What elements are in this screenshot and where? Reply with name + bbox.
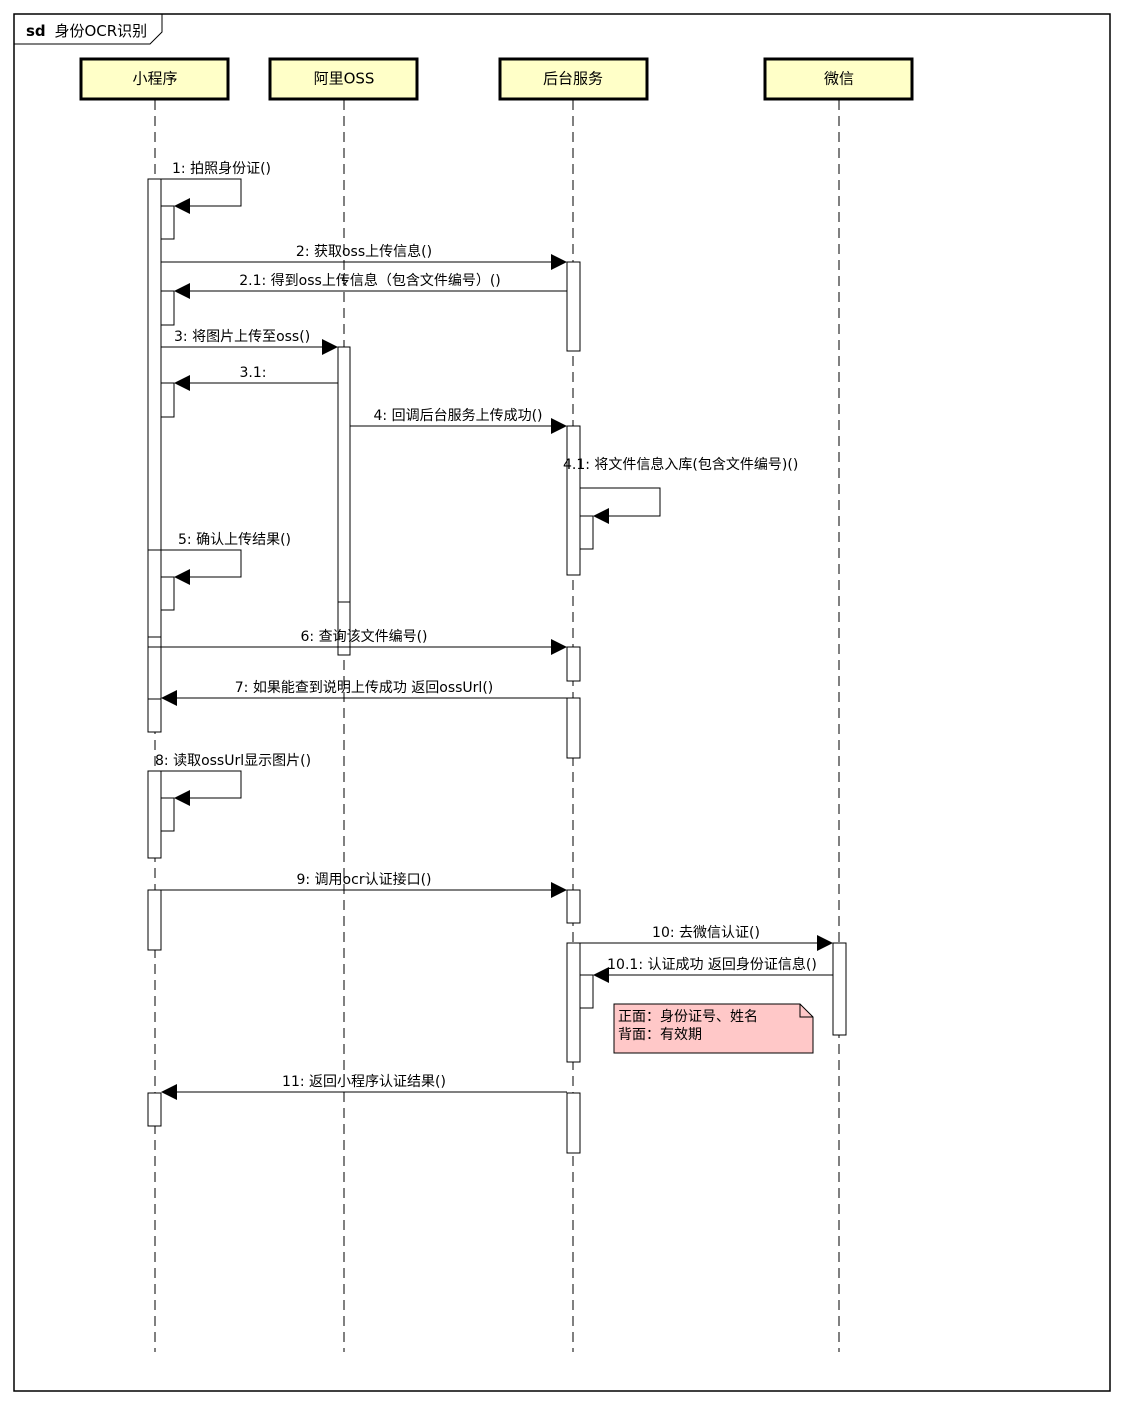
participant-backend[interactable]: 后台服务 <box>498 57 649 101</box>
activation-nested <box>160 576 175 611</box>
activation-oss <box>337 346 351 603</box>
diagram-frame: sd 身份OCR识别 <box>13 13 1111 1392</box>
messages: 1: 拍照身份证() 2: 获取oss上传信息() 2.1: 得到oss上传信息… <box>148 161 833 1100</box>
message-4-1[interactable]: 4.1: 将文件信息入库(包含文件编号)() <box>563 456 798 524</box>
note-line: 正面：身份证号、姓名 <box>618 1009 758 1025</box>
message-3-1[interactable]: 3.1: <box>174 365 338 391</box>
participant-label: 微信 <box>824 70 854 88</box>
note-line: 背面：有效期 <box>618 1027 702 1043</box>
activation-nested <box>160 290 175 326</box>
activation-backend <box>566 646 581 682</box>
activation-miniprogram <box>147 698 162 733</box>
message-label: 11: 返回小程序认证结果() <box>282 1074 446 1090</box>
message-label: 10: 去微信认证() <box>652 925 760 941</box>
activation-backend <box>566 425 581 576</box>
activation-bars <box>147 178 847 1154</box>
participant-label: 后台服务 <box>543 70 603 88</box>
message-4[interactable]: 4: 回调后台服务上传成功() <box>350 408 567 434</box>
frame-title: sd 身份OCR识别 <box>26 22 147 40</box>
message-label: 5: 确认上传结果() <box>178 532 291 548</box>
message-3[interactable]: 3: 将图片上传至oss() <box>161 329 338 355</box>
message-2-1[interactable]: 2.1: 得到oss上传信息（包含文件编号）() <box>174 272 567 299</box>
note[interactable]: 正面：身份证号、姓名 背面：有效期 <box>613 1003 814 1054</box>
message-label: 8: 读取ossUrl显示图片() <box>155 752 311 769</box>
activation-miniprogram <box>147 636 162 648</box>
activation-backend <box>566 261 581 352</box>
message-7[interactable]: 7: 如果能查到说明上传成功 返回ossUrl() <box>161 680 567 706</box>
message-8[interactable]: 8: 读取ossUrl显示图片() <box>155 752 311 806</box>
message-10-1[interactable]: 10.1: 认证成功 返回身份证信息() <box>593 956 833 983</box>
activation-nested <box>160 797 175 832</box>
message-11[interactable]: 11: 返回小程序认证结果() <box>161 1074 567 1100</box>
message-9[interactable]: 9: 调用ocr认证接口() <box>161 871 567 898</box>
activation-backend <box>566 942 581 1063</box>
message-label: 6: 查询该文件编号() <box>301 629 428 645</box>
activation-nested <box>160 205 175 240</box>
message-label: 10.1: 认证成功 返回身份证信息() <box>607 956 817 973</box>
activation-backend <box>566 1092 581 1154</box>
participant-label: 阿里OSS <box>314 70 375 88</box>
message-label: 9: 调用ocr认证接口() <box>296 871 431 888</box>
message-label: 2.1: 得到oss上传信息（包含文件编号）() <box>239 272 501 289</box>
message-2[interactable]: 2: 获取oss上传信息() <box>161 243 567 270</box>
message-10[interactable]: 10: 去微信认证() <box>580 925 833 951</box>
activation-wechat <box>832 942 847 1036</box>
message-5[interactable]: 5: 确认上传结果() <box>148 532 291 585</box>
message-1[interactable]: 1: 拍照身份证() <box>161 161 271 214</box>
activation-oss <box>337 601 351 656</box>
activation-backend <box>566 889 581 924</box>
activation-miniprogram <box>147 770 162 859</box>
activation-miniprogram <box>147 646 162 700</box>
message-6[interactable]: 6: 查询该文件编号() <box>161 629 567 655</box>
participant-oss[interactable]: 阿里OSS <box>268 57 419 101</box>
activation-nested <box>579 974 594 1009</box>
participant-miniprogram[interactable]: 小程序 <box>79 57 230 101</box>
participant-label: 小程序 <box>132 70 177 88</box>
activation-miniprogram <box>147 889 162 951</box>
activation-nested <box>579 515 594 550</box>
activation-miniprogram <box>147 178 162 638</box>
message-label: 2: 获取oss上传信息() <box>296 243 432 260</box>
message-label: 4: 回调后台服务上传成功() <box>374 408 543 424</box>
activation-miniprogram <box>147 1092 162 1127</box>
message-label: 3.1: <box>240 365 267 381</box>
participant-wechat[interactable]: 微信 <box>763 57 914 101</box>
activation-nested <box>160 382 175 418</box>
activation-backend <box>566 697 581 759</box>
message-label: 7: 如果能查到说明上传成功 返回ossUrl() <box>235 680 494 696</box>
message-label: 3: 将图片上传至oss() <box>174 329 310 345</box>
message-label: 4.1: 将文件信息入库(包含文件编号)() <box>563 456 798 473</box>
message-label: 1: 拍照身份证() <box>172 161 271 177</box>
